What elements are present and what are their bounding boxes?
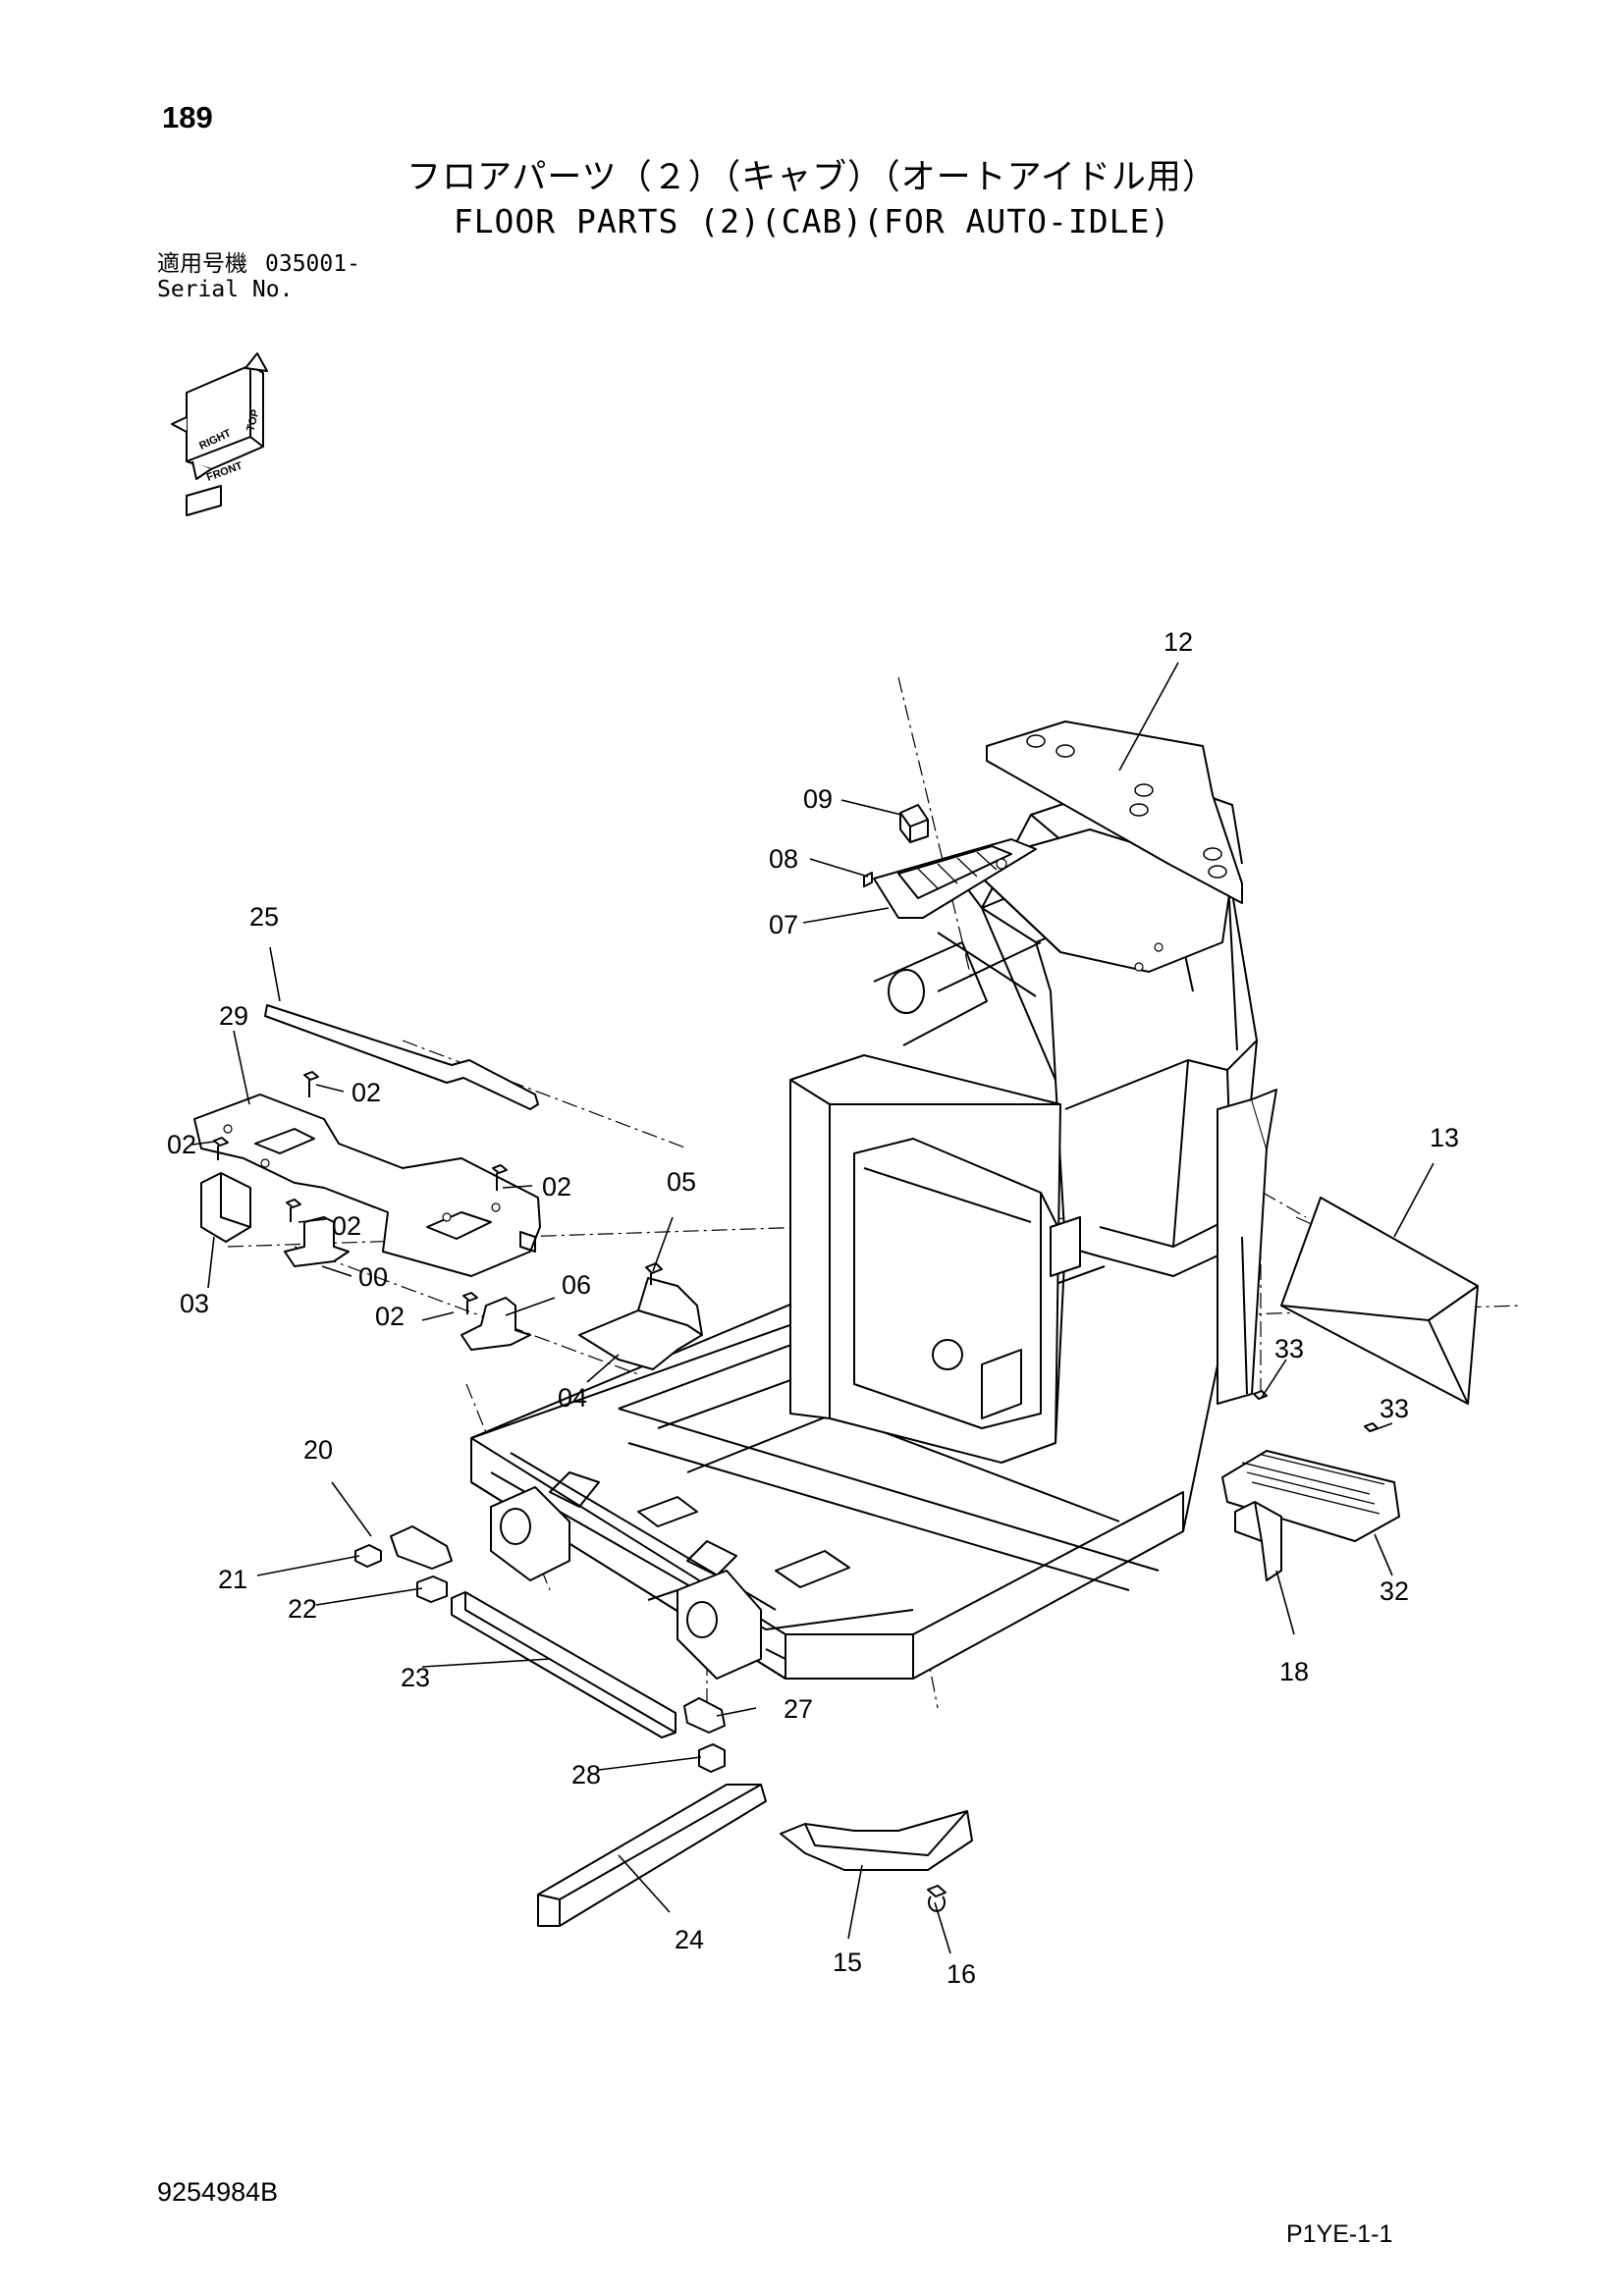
callout-label: 22 [288,1594,317,1624]
part-03-bracket [200,1172,251,1243]
part-32-step-plate [1221,1450,1400,1542]
part-07-switch-panel [863,804,1037,919]
callout-label: 09 [803,784,833,814]
leader-lines [191,662,1435,1954]
callout-label: 25 [249,902,279,932]
callout-label: 05 [667,1167,696,1197]
orientation-top: TOP [244,408,261,433]
callout-label: 33 [1380,1394,1409,1423]
callout-label: 27 [784,1694,813,1724]
part-00-bracket [284,1216,350,1267]
callout-label: 29 [219,1001,248,1031]
part-23-rail [451,1591,677,1738]
callout-label: 28 [571,1760,601,1789]
drawing-number: 9254984B [157,2177,279,2207]
callout-label: 03 [180,1289,209,1318]
part-04-plate [578,1277,703,1370]
callout-label: 13 [1430,1123,1459,1152]
callout-label: 21 [218,1565,247,1594]
serial-row: 適用号機 035001- [157,251,360,277]
sheet-code: P1YE-1-1 [1286,2220,1393,2248]
title-japanese: フロアパーツ（２）（キャブ）（オートアイドル用） [406,158,1218,197]
part-22-block [416,1575,448,1603]
part-28-block [698,1743,726,1773]
part-21-block [354,1544,382,1568]
page-number: 189 [162,100,213,134]
callout-label: 20 [303,1435,333,1465]
callout-label: 02 [332,1211,361,1241]
callout-label: 04 [558,1383,587,1413]
part-27-bracket [683,1697,726,1734]
part-18-step-block [1234,1501,1282,1581]
orientation-indicator: TOP RIGHT FRONT [171,352,268,516]
callout-label: 06 [562,1270,591,1300]
part-13-side-panel [1280,1197,1479,1405]
callout-label: 16 [947,1959,976,1989]
callout-label: 07 [769,910,798,939]
part-20-bracket [390,1525,453,1570]
serial-block: 適用号機 035001- Serial No. [157,251,360,302]
part-12-top-panel [986,721,1243,904]
callout-label: 02 [352,1078,381,1107]
part-06-bracket [460,1297,531,1351]
serial-value: 035001- [265,251,360,277]
part-29-bracket-plate [193,1094,541,1277]
callout-labels: 12 09 08 07 25 29 02 02 02 02 02 00 03 0… [167,627,1459,1989]
callout-label: 15 [833,1948,862,1977]
part-15-step-bracket [780,1810,973,1871]
serial-label-en: Serial No. [157,277,294,302]
callout-label: 12 [1164,627,1193,657]
cab-right-post [1217,1089,1277,1405]
callout-label: 02 [167,1130,196,1159]
callout-label: 00 [358,1262,388,1292]
callout-label: 02 [542,1172,571,1201]
serial-label-jp: 適用号機 [157,251,247,277]
callout-label: 32 [1380,1576,1409,1606]
callout-label: 08 [769,844,798,874]
title-english: FLOOR PARTS (2)(CAB)(FOR AUTO-IDLE) [453,202,1171,240]
callout-label: 02 [375,1302,405,1331]
callout-label: 24 [675,1925,704,1954]
callout-label: 33 [1274,1334,1304,1363]
cab-console [789,1054,1081,1464]
callout-label: 18 [1279,1657,1309,1686]
callout-label: 23 [401,1663,430,1692]
part-25-strip [264,1004,539,1110]
part-24-beam [537,1784,767,1927]
